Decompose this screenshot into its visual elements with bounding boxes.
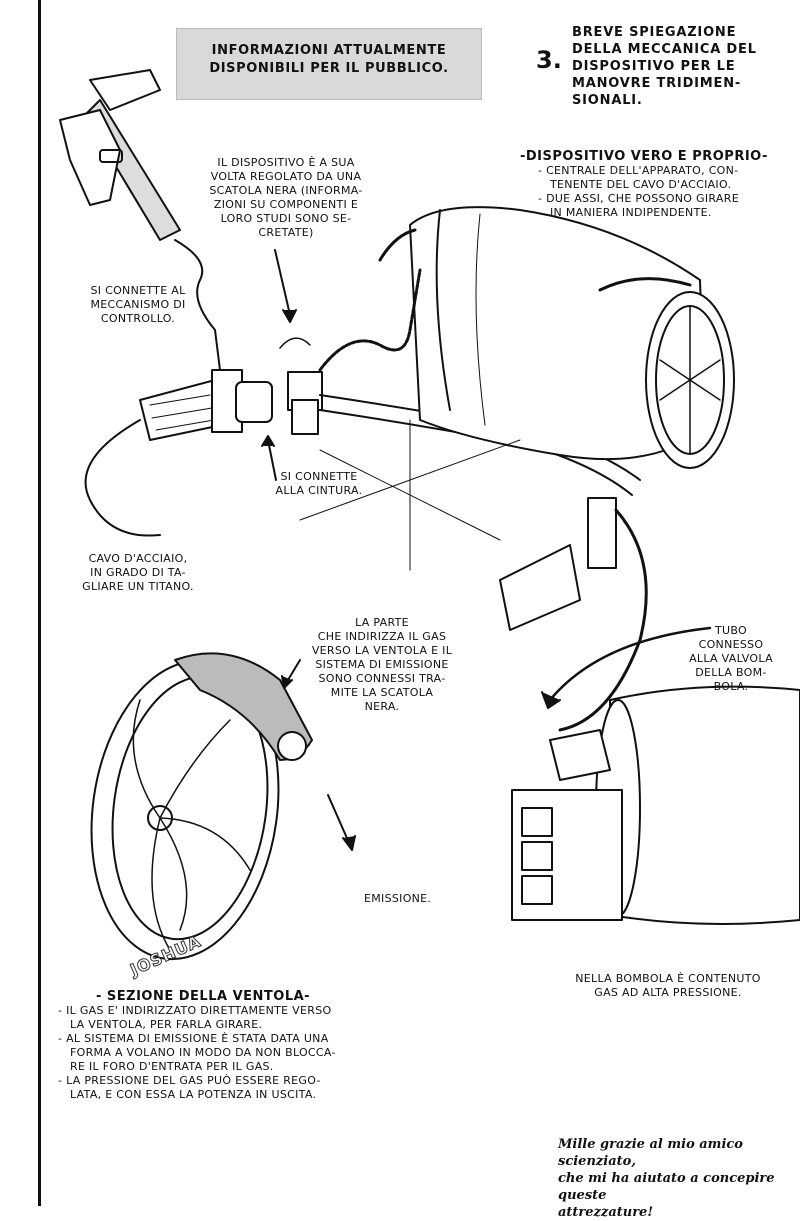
lower-grip-drawing xyxy=(499,497,648,732)
label-line: MECCANISMO DI xyxy=(90,298,186,311)
section-title-line: SIONALI. xyxy=(572,93,643,108)
page-gutter xyxy=(0,0,41,1206)
label-line: CRETATE) xyxy=(258,226,314,239)
label-line: BOLA. xyxy=(713,680,749,693)
fan-heading: - SEZIONE DELLA VENTOLA- xyxy=(96,989,311,1004)
banner-background xyxy=(176,28,482,100)
banner-line: DISPONIBILI PER IL PUBBLICO. xyxy=(209,61,449,76)
grip-drawing xyxy=(84,369,273,537)
banner-text: INFORMAZIONI ATTUALMENTE DISPONIBILI PER… xyxy=(176,42,482,78)
section-number: 3. xyxy=(536,46,562,74)
label-line: LA PARTE xyxy=(355,616,409,629)
section-title-line: BREVE SPIEGAZIONE xyxy=(572,25,737,40)
tube-label: TUBO CONNESSO ALLA VALVOLA DELLA BOM- BO… xyxy=(676,624,786,694)
fan-line: - IL GAS E' INDIRIZZATO DIRETTAMENTE VER… xyxy=(58,1004,332,1017)
tank-label: NELLA BOMBOLA È CONTENUTO GAS AD ALTA PR… xyxy=(548,972,788,1000)
section-title-line: DELLA MECCANICA DEL xyxy=(572,42,757,57)
device-description: -DISPOSITIVO VERO E PROPRIO- - CENTRALE … xyxy=(520,150,768,220)
label-line: IL DISPOSITIVO È A SUA xyxy=(217,156,355,169)
device-heading: -DISPOSITIVO VERO E PROPRIO- xyxy=(520,149,768,164)
credit-line: che mi ha aiutato a concepire queste xyxy=(558,1171,775,1203)
device-line: IN MANIERA INDIPENDENTE. xyxy=(550,206,712,219)
label-line: CAVO D'ACCIAIO, xyxy=(88,552,188,565)
section-title-line: MANOVRE TRIDIMEN- xyxy=(572,76,742,91)
banner-line: INFORMAZIONI ATTUALMENTE xyxy=(211,43,447,58)
label-line: SCATOLA NERA (INFORMA- xyxy=(209,184,363,197)
control-handle-drawing xyxy=(59,69,221,371)
device-line: TENENTE DEL CAVO D'ACCIAIO. xyxy=(550,178,732,191)
label-line: ZIONI SU COMPONENTI E xyxy=(213,198,359,211)
info-banner: INFORMAZIONI ATTUALMENTE DISPONIBILI PER… xyxy=(176,28,482,100)
label-line: SI CONNETTE AL xyxy=(90,284,186,297)
label-line: GLIARE UN TITANO. xyxy=(82,580,194,593)
gas-tank-drawing xyxy=(511,685,800,925)
credit-line: Mille grazie al mio amico scienziato, xyxy=(558,1137,743,1169)
label-line: MITE LA SCATOLA xyxy=(330,686,434,699)
label-line: VERSO LA VENTOLA E IL xyxy=(311,644,453,657)
fan-drawing xyxy=(90,652,313,961)
label-line: CONNESSO xyxy=(698,638,764,651)
label-line: GAS AD ALTA PRESSIONE. xyxy=(594,986,742,999)
fan-line: RE IL FORO D'ENTRATA PER IL GAS. xyxy=(70,1060,274,1073)
label-line: TUBO xyxy=(715,624,747,637)
label-line: NERA. xyxy=(364,700,400,713)
label-line: ALLA CINTURA. xyxy=(275,484,363,497)
emission-label: EMISSIONE. xyxy=(364,892,431,906)
black-box-drawing xyxy=(279,337,323,435)
label-line: IN GRADO DI TA- xyxy=(90,566,186,579)
label-line: SISTEMA DI EMISSIONE xyxy=(315,658,449,671)
black-box-label: IL DISPOSITIVO È A SUA VOLTA REGOLATO DA… xyxy=(196,156,376,240)
belt-label: SI CONNETTE ALLA CINTURA. xyxy=(264,470,374,498)
control-label: SI CONNETTE AL MECCANISMO DI CONTROLLO. xyxy=(78,284,198,326)
section-title: BREVE SPIEGAZIONE DELLA MECCANICA DEL DI… xyxy=(572,24,757,109)
label-line: SONO CONNESSI TRA- xyxy=(318,672,446,685)
main-drum-drawing xyxy=(378,206,735,469)
device-line: - CENTRALE DELL'APPARATO, CON- xyxy=(538,164,739,177)
label-line: EMISSIONE. xyxy=(364,892,432,905)
label-line: NELLA BOMBOLA È CONTENUTO xyxy=(575,972,761,985)
cable-label: CAVO D'ACCIAIO, IN GRADO DI TA- GLIARE U… xyxy=(70,552,206,594)
label-line: ALLA VALVOLA xyxy=(689,652,773,665)
fan-line: - LA PRESSIONE DEL GAS PUÒ ESSERE REGO- xyxy=(58,1074,321,1087)
credit-line: attrezzature! xyxy=(558,1205,654,1220)
label-line: LORO STUDI SONO SE- xyxy=(220,212,352,225)
fan-line: LA VENTOLA, PER FARLA GIRARE. xyxy=(70,1018,263,1031)
label-line: SI CONNETTE xyxy=(280,470,358,483)
fan-line: FORMA A VOLANO IN MODO DA NON BLOCCA- xyxy=(70,1046,336,1059)
label-line: CHE INDIRIZZA IL GAS xyxy=(317,630,447,643)
gas-part-label: LA PARTE CHE INDIRIZZA IL GAS VERSO LA V… xyxy=(296,616,468,714)
device-line: - DUE ASSI, CHE POSSONO GIRARE xyxy=(538,192,739,205)
author-credit: Mille grazie al mio amico scienziato, ch… xyxy=(558,1136,794,1221)
section-title-line: DISPOSITIVO PER LE xyxy=(572,59,736,74)
fan-line: - AL SISTEMA DI EMISSIONE È STATA DATA U… xyxy=(58,1032,329,1045)
label-line: DELLA BOM- xyxy=(695,666,767,679)
label-line: VOLTA REGOLATO DA UNA xyxy=(210,170,362,183)
label-line: CONTROLLO. xyxy=(100,312,176,325)
fan-line: LATA, E CON ESSA LA POTENZA IN USCITA. xyxy=(70,1088,317,1101)
fan-section-description: - SEZIONE DELLA VENTOLA- - IL GAS E' IND… xyxy=(58,990,388,1102)
